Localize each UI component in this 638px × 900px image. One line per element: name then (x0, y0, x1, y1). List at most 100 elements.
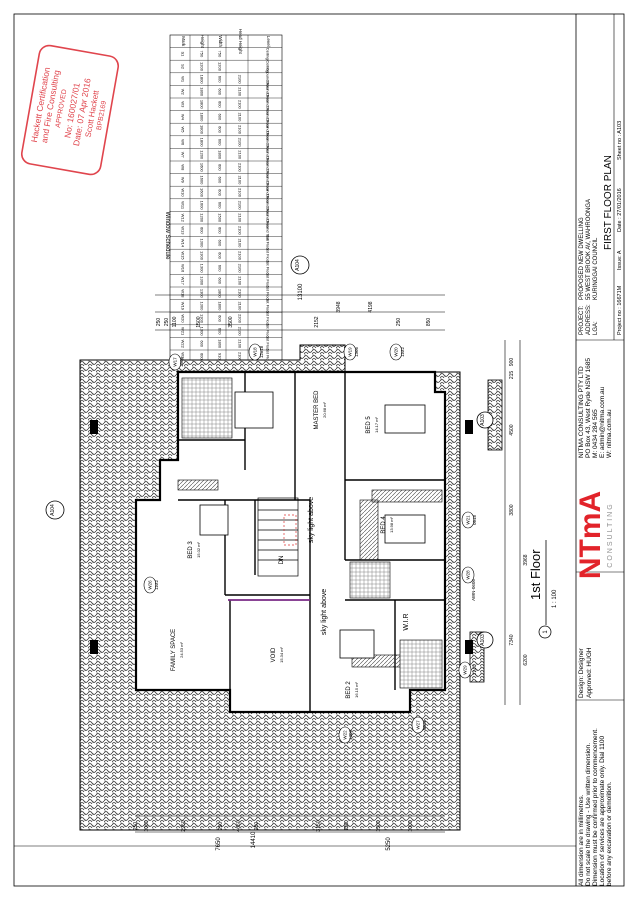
dim-top-total: 13100 (298, 283, 304, 300)
schedule-cell: 1300 (200, 327, 205, 337)
dim-bottom: 250 (218, 822, 224, 831)
schedule-cell: 2100 (238, 100, 243, 110)
note-line2: Do not scale the drawing - Use written d… (585, 743, 592, 886)
schedule-cell: 600 (218, 315, 223, 322)
title-1st-floor: 1st Floor (528, 549, 543, 600)
company-name: NITMA CONSULTING PTY LTD (578, 366, 585, 458)
window-tag-icon (343, 343, 357, 361)
section-ref-3: A103 (480, 414, 486, 426)
schedule-cell: Ground floor (266, 81, 271, 104)
schedule-cell: 750 (218, 51, 223, 58)
schedule-cell: 1st Floor (266, 336, 271, 352)
window-tag-icon (411, 716, 425, 734)
schedule-cell: W7 (181, 152, 186, 159)
schedule-cell: 600 (218, 139, 223, 146)
dimension-lines-right (504, 340, 521, 705)
logo-sub: CONSULTING (607, 502, 614, 567)
title-scale: 1 : 100 (552, 589, 558, 608)
schedule-cell: 1800 (200, 138, 205, 148)
schedule-cell: 1st Floor (266, 235, 271, 251)
skylight-label-1: sky light above (308, 497, 315, 543)
window-tag-icon (389, 343, 403, 361)
schedule-cell: Ground floor (266, 106, 271, 129)
title-block: Design: Designer Approved: HUGH NTmA CON… (574, 14, 624, 701)
company-addr: PO Box 43, West Ryde NSW 1685 (585, 358, 592, 458)
ensuite (181, 377, 233, 439)
schedule-cell: 2200 (238, 314, 243, 324)
schedule-cell: Ground floor (266, 131, 271, 154)
schedule-cell: 2100 (238, 352, 243, 362)
svg-text:1: 1 (543, 630, 549, 634)
room-bed3-area: 15.02 m² (196, 541, 201, 557)
window-tag: W18 (253, 347, 258, 357)
schedule-cell: 1800 (218, 150, 223, 160)
dim-bottom: 1060 (144, 820, 150, 831)
building-outline (134, 370, 447, 714)
schedule-cell: Ground floor (266, 194, 271, 217)
window-tag-size: 1306 (354, 346, 359, 357)
schedule-cell: Ground floor (266, 118, 271, 141)
schedule-cell: W16 (181, 264, 186, 273)
dim-top: 3948 (336, 301, 342, 312)
schedule-cell: 2100 (238, 75, 243, 85)
room-bed2: BED 2 (346, 681, 352, 699)
schedule-cell: 600 (218, 202, 223, 209)
schedule-cell: Ground floor (266, 181, 271, 204)
schedule-title: Window Schedule (164, 211, 170, 260)
bed-icon-2 (339, 629, 375, 659)
schedule-cell: Ground floor (266, 169, 271, 192)
sheet-border (13, 13, 625, 887)
window-tag-size: 0618 (472, 514, 477, 525)
schedule-cell: 1300 (200, 251, 205, 261)
schedule-cell: S1 (181, 51, 186, 57)
sheet-title: FIRST FLOOR PLAN (603, 155, 614, 250)
schedule-cell: 2100 (238, 327, 243, 337)
schedule-cell: Ground floor (266, 93, 271, 116)
section-ref-4: A103 (480, 634, 486, 646)
dimension-lines-bottom (135, 815, 445, 833)
dimension-lines-top (155, 294, 445, 331)
schedule-cell: W15 (181, 251, 186, 260)
schedule-cell: W6 (181, 139, 186, 146)
schedule-cell: 600 (218, 114, 223, 121)
dim-right: 3968 (523, 554, 529, 565)
drawing-title: 1 1st Floor 1 : 100 (528, 540, 558, 639)
schedule-header: Head Height (238, 29, 243, 55)
schedule-cell: 600 (218, 126, 223, 133)
schedule-cell: 1200 (200, 150, 205, 160)
lga-value: KURINGGAI COUNCIL (593, 237, 599, 300)
staircase (257, 497, 299, 577)
schedule-cell: 1200 (200, 213, 205, 223)
stair-dn-label: DN (279, 556, 285, 565)
dim-right: 3800 (509, 504, 515, 515)
schedule-cell: 1300 (200, 301, 205, 311)
project-number: Project no : 16671M (617, 285, 623, 335)
sheet-number: Sheet no : A103 (617, 121, 623, 160)
room-bed5: BED 5 (366, 416, 372, 434)
dim-bottom: 1000 (408, 820, 414, 831)
window-tag-icon (458, 661, 472, 679)
certification-stamp: Hackett Certification and Fire Consultin… (20, 44, 120, 176)
schedule-cell: 2100 (238, 251, 243, 261)
schedule-cell: 1st Floor (266, 248, 271, 264)
schedule-cell: 2100 (238, 125, 243, 135)
schedule-cell: Ground floor (266, 219, 271, 242)
company-web: W: nitma.com.au (606, 409, 613, 458)
schedule-cell: 600 (200, 340, 205, 347)
schedule-cell: 2100 (238, 138, 243, 148)
bed-icon-4 (384, 514, 426, 544)
address-label: ADDRESS: (586, 304, 592, 335)
schedule-cell: W20 (181, 314, 186, 323)
window-tag-size: 1306 (348, 729, 353, 740)
schedule-cell: 2100 (238, 201, 243, 211)
schedule-cell: Ceiling (266, 60, 271, 72)
window-tag-size: 1222 (154, 579, 159, 590)
dim-top: 1500 (196, 316, 202, 327)
schedule-cell: S2 (181, 64, 186, 70)
project-label: PROJECT: (579, 306, 585, 335)
note-line5: before any excavation or demolition. (606, 781, 613, 886)
schedule-cell: 1800 (200, 125, 205, 135)
dim-top: 2152 (314, 316, 320, 327)
schedule-cell: W17 (181, 277, 186, 286)
window-tag: W17 (173, 357, 178, 367)
